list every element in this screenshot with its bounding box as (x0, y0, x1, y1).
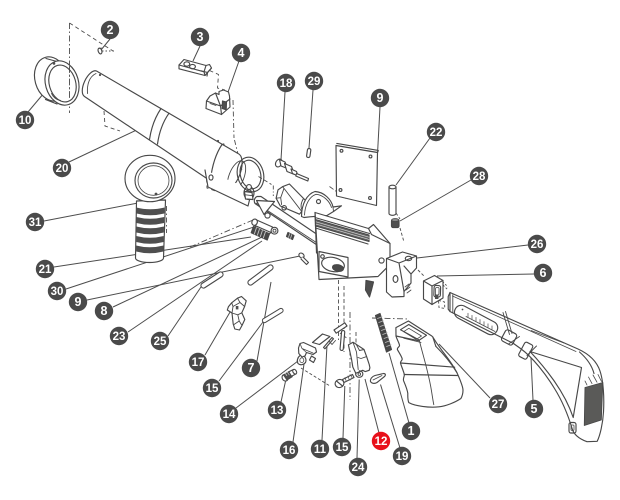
svg-text:4: 4 (238, 46, 245, 60)
svg-text:5: 5 (531, 402, 538, 416)
svg-text:6: 6 (540, 266, 547, 280)
svg-text:12: 12 (375, 436, 388, 448)
svg-text:14: 14 (223, 409, 236, 421)
svg-text:10: 10 (19, 115, 32, 127)
svg-text:9: 9 (75, 295, 82, 309)
svg-text:1: 1 (408, 424, 415, 438)
svg-text:2: 2 (107, 23, 114, 37)
svg-text:16: 16 (283, 445, 296, 457)
svg-text:17: 17 (192, 357, 205, 369)
svg-text:19: 19 (396, 451, 409, 463)
svg-text:27: 27 (492, 399, 505, 411)
svg-text:25: 25 (154, 336, 167, 348)
svg-text:18: 18 (280, 78, 293, 90)
svg-text:13: 13 (271, 405, 284, 417)
svg-text:31: 31 (29, 217, 42, 229)
svg-text:22: 22 (430, 127, 443, 139)
svg-text:11: 11 (314, 444, 327, 456)
svg-text:7: 7 (248, 361, 255, 375)
svg-text:8: 8 (101, 304, 108, 318)
svg-text:26: 26 (531, 239, 544, 251)
svg-text:21: 21 (39, 264, 52, 276)
svg-text:9: 9 (377, 91, 384, 105)
svg-text:20: 20 (56, 163, 69, 175)
svg-text:28: 28 (473, 171, 486, 183)
svg-text:15: 15 (336, 442, 349, 454)
svg-text:23: 23 (113, 331, 126, 343)
svg-text:3: 3 (197, 30, 204, 44)
svg-text:15: 15 (206, 383, 219, 395)
svg-text:24: 24 (352, 462, 365, 474)
svg-text:29: 29 (308, 76, 321, 88)
svg-text:30: 30 (51, 286, 64, 298)
